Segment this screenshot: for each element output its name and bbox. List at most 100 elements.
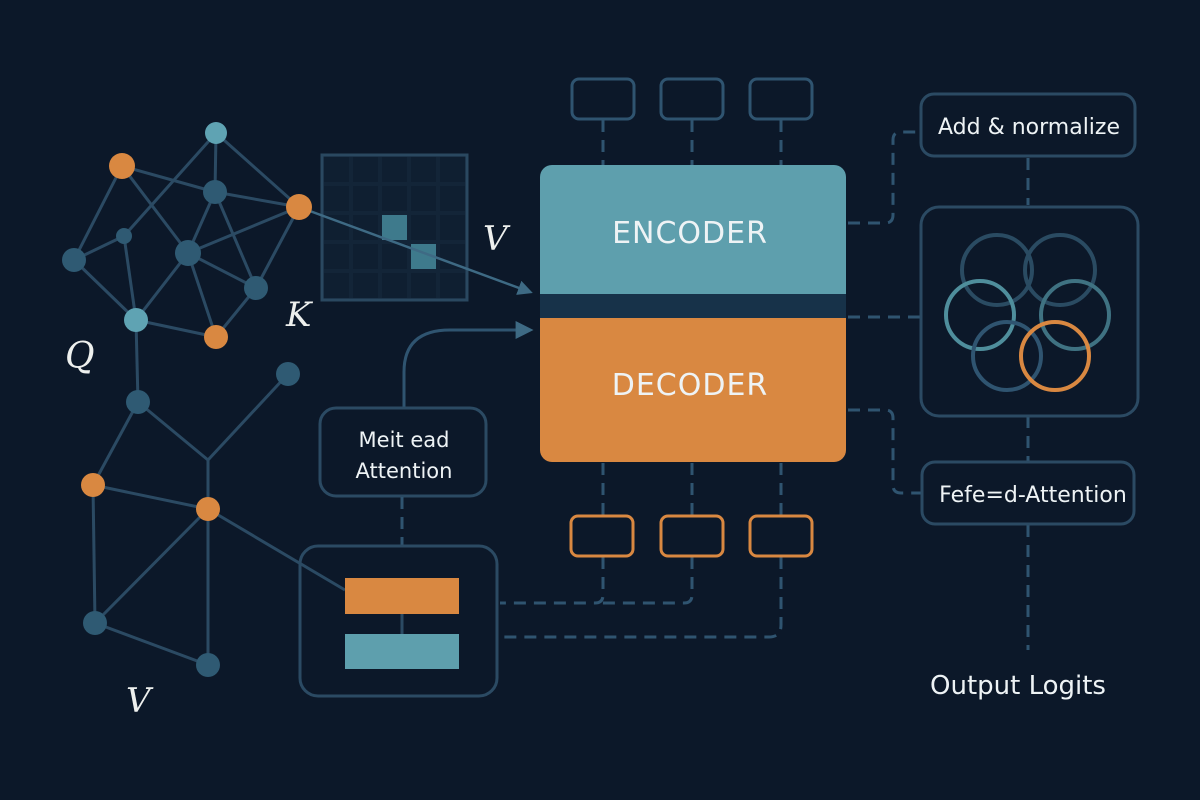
graph-edge [121, 164, 216, 194]
output-token-box [659, 514, 725, 558]
matrix-cell [440, 157, 465, 182]
graph-node [244, 276, 268, 300]
input-connectors [601, 120, 783, 165]
graph-nodes [62, 122, 312, 677]
matrix-cell [324, 157, 349, 182]
dashed-connector [500, 557, 783, 639]
attention-label-line1: Meit ead [359, 428, 450, 452]
matrix-cell [440, 273, 465, 298]
attention-heads [944, 233, 1111, 392]
graph-node-light [124, 308, 148, 332]
head-circle [944, 279, 1016, 351]
matrix-cell [440, 186, 465, 211]
right-connectors [848, 130, 1030, 650]
matrix-cell [411, 273, 436, 298]
feed-attention-box [920, 460, 1136, 526]
attention-arrow [402, 321, 534, 408]
graph-edge [137, 400, 209, 462]
label-v-bottom: V [126, 681, 154, 721]
graph-edge [207, 507, 346, 592]
input-tokens [570, 77, 814, 121]
dashed-connector [500, 557, 605, 605]
graph-edge [91, 401, 140, 486]
graph-edges [72, 131, 346, 667]
matrix-cell [324, 215, 349, 240]
matrix-cell [353, 186, 378, 211]
graph-edge [213, 191, 258, 289]
encoder-decoder-divider [540, 294, 846, 318]
output-tokens [569, 514, 814, 558]
graph-node [196, 653, 220, 677]
graph-edge [93, 507, 210, 625]
graph-edge [254, 206, 301, 289]
graph-edge [206, 372, 290, 462]
graph-edge [72, 258, 138, 322]
graph-edge [94, 621, 209, 667]
dashed-connector [600, 557, 694, 605]
matrix-cell [324, 186, 349, 211]
graph-node [276, 362, 300, 386]
graph-edge [122, 235, 138, 321]
head-circle [1023, 233, 1097, 307]
matrix-cell [382, 273, 407, 298]
input-token-box [659, 77, 725, 121]
head-circle-highlight [1019, 320, 1091, 392]
output-token-box [748, 514, 814, 558]
graph-edge [135, 318, 217, 339]
graph-node [203, 180, 227, 204]
matrix-cell [353, 273, 378, 298]
encoder-decoder-block: ENCODER DECODER [540, 165, 846, 462]
matrix-cell [411, 215, 436, 240]
orange-bar [345, 578, 459, 614]
matrix-cell [353, 244, 378, 269]
graph-edge [134, 252, 190, 321]
label-q: Q [65, 336, 95, 377]
graph-node [175, 240, 201, 266]
matrix-cell [382, 186, 407, 211]
add-normalize-label: Add & normalize [938, 115, 1120, 140]
encoder-label: ENCODER [612, 216, 768, 251]
graph-node-orange [109, 153, 135, 179]
graph-node-orange [286, 194, 312, 220]
graph-edge [186, 252, 218, 338]
graph-edge [187, 205, 300, 255]
graph-edge [72, 165, 124, 261]
attention-label-line2: Attention [356, 459, 453, 483]
matrix-cell [440, 215, 465, 240]
encoder-block [540, 165, 846, 296]
matrix-cell [411, 157, 436, 182]
decoder-block [540, 318, 846, 462]
label-k: K [285, 295, 314, 335]
matrix-cell [324, 273, 349, 298]
graph-node-orange [196, 497, 220, 521]
teal-bar [345, 634, 459, 669]
layer-block [298, 544, 499, 698]
graph-edge [120, 165, 190, 254]
output-token-box [569, 514, 635, 558]
query-arrow [298, 205, 533, 295]
attention-matrix [320, 153, 469, 302]
graph-edge [134, 319, 140, 403]
matrix-cell [411, 186, 436, 211]
graph-node-orange [81, 473, 105, 497]
head-circle [971, 320, 1043, 392]
matrix-cell [353, 157, 378, 182]
multi-head-circles-box [919, 205, 1140, 418]
graph-node [62, 248, 86, 272]
graph-edge [122, 132, 218, 237]
graph-edge [215, 131, 300, 209]
dashed-connector [848, 408, 922, 495]
output-connectors [500, 463, 783, 639]
head-circle [960, 233, 1034, 307]
matrix-cell [324, 244, 349, 269]
add-normalize-box [919, 92, 1137, 158]
graph-node [116, 228, 132, 244]
graph-node [126, 390, 150, 414]
graph-edge [91, 484, 97, 624]
label-v-matrix: V [483, 219, 511, 259]
input-token-box [748, 77, 814, 121]
feed-attention-label: Fefe=d-Attention [939, 483, 1127, 508]
decoder-label: DECODER [612, 368, 769, 403]
graph-edge [214, 190, 300, 209]
